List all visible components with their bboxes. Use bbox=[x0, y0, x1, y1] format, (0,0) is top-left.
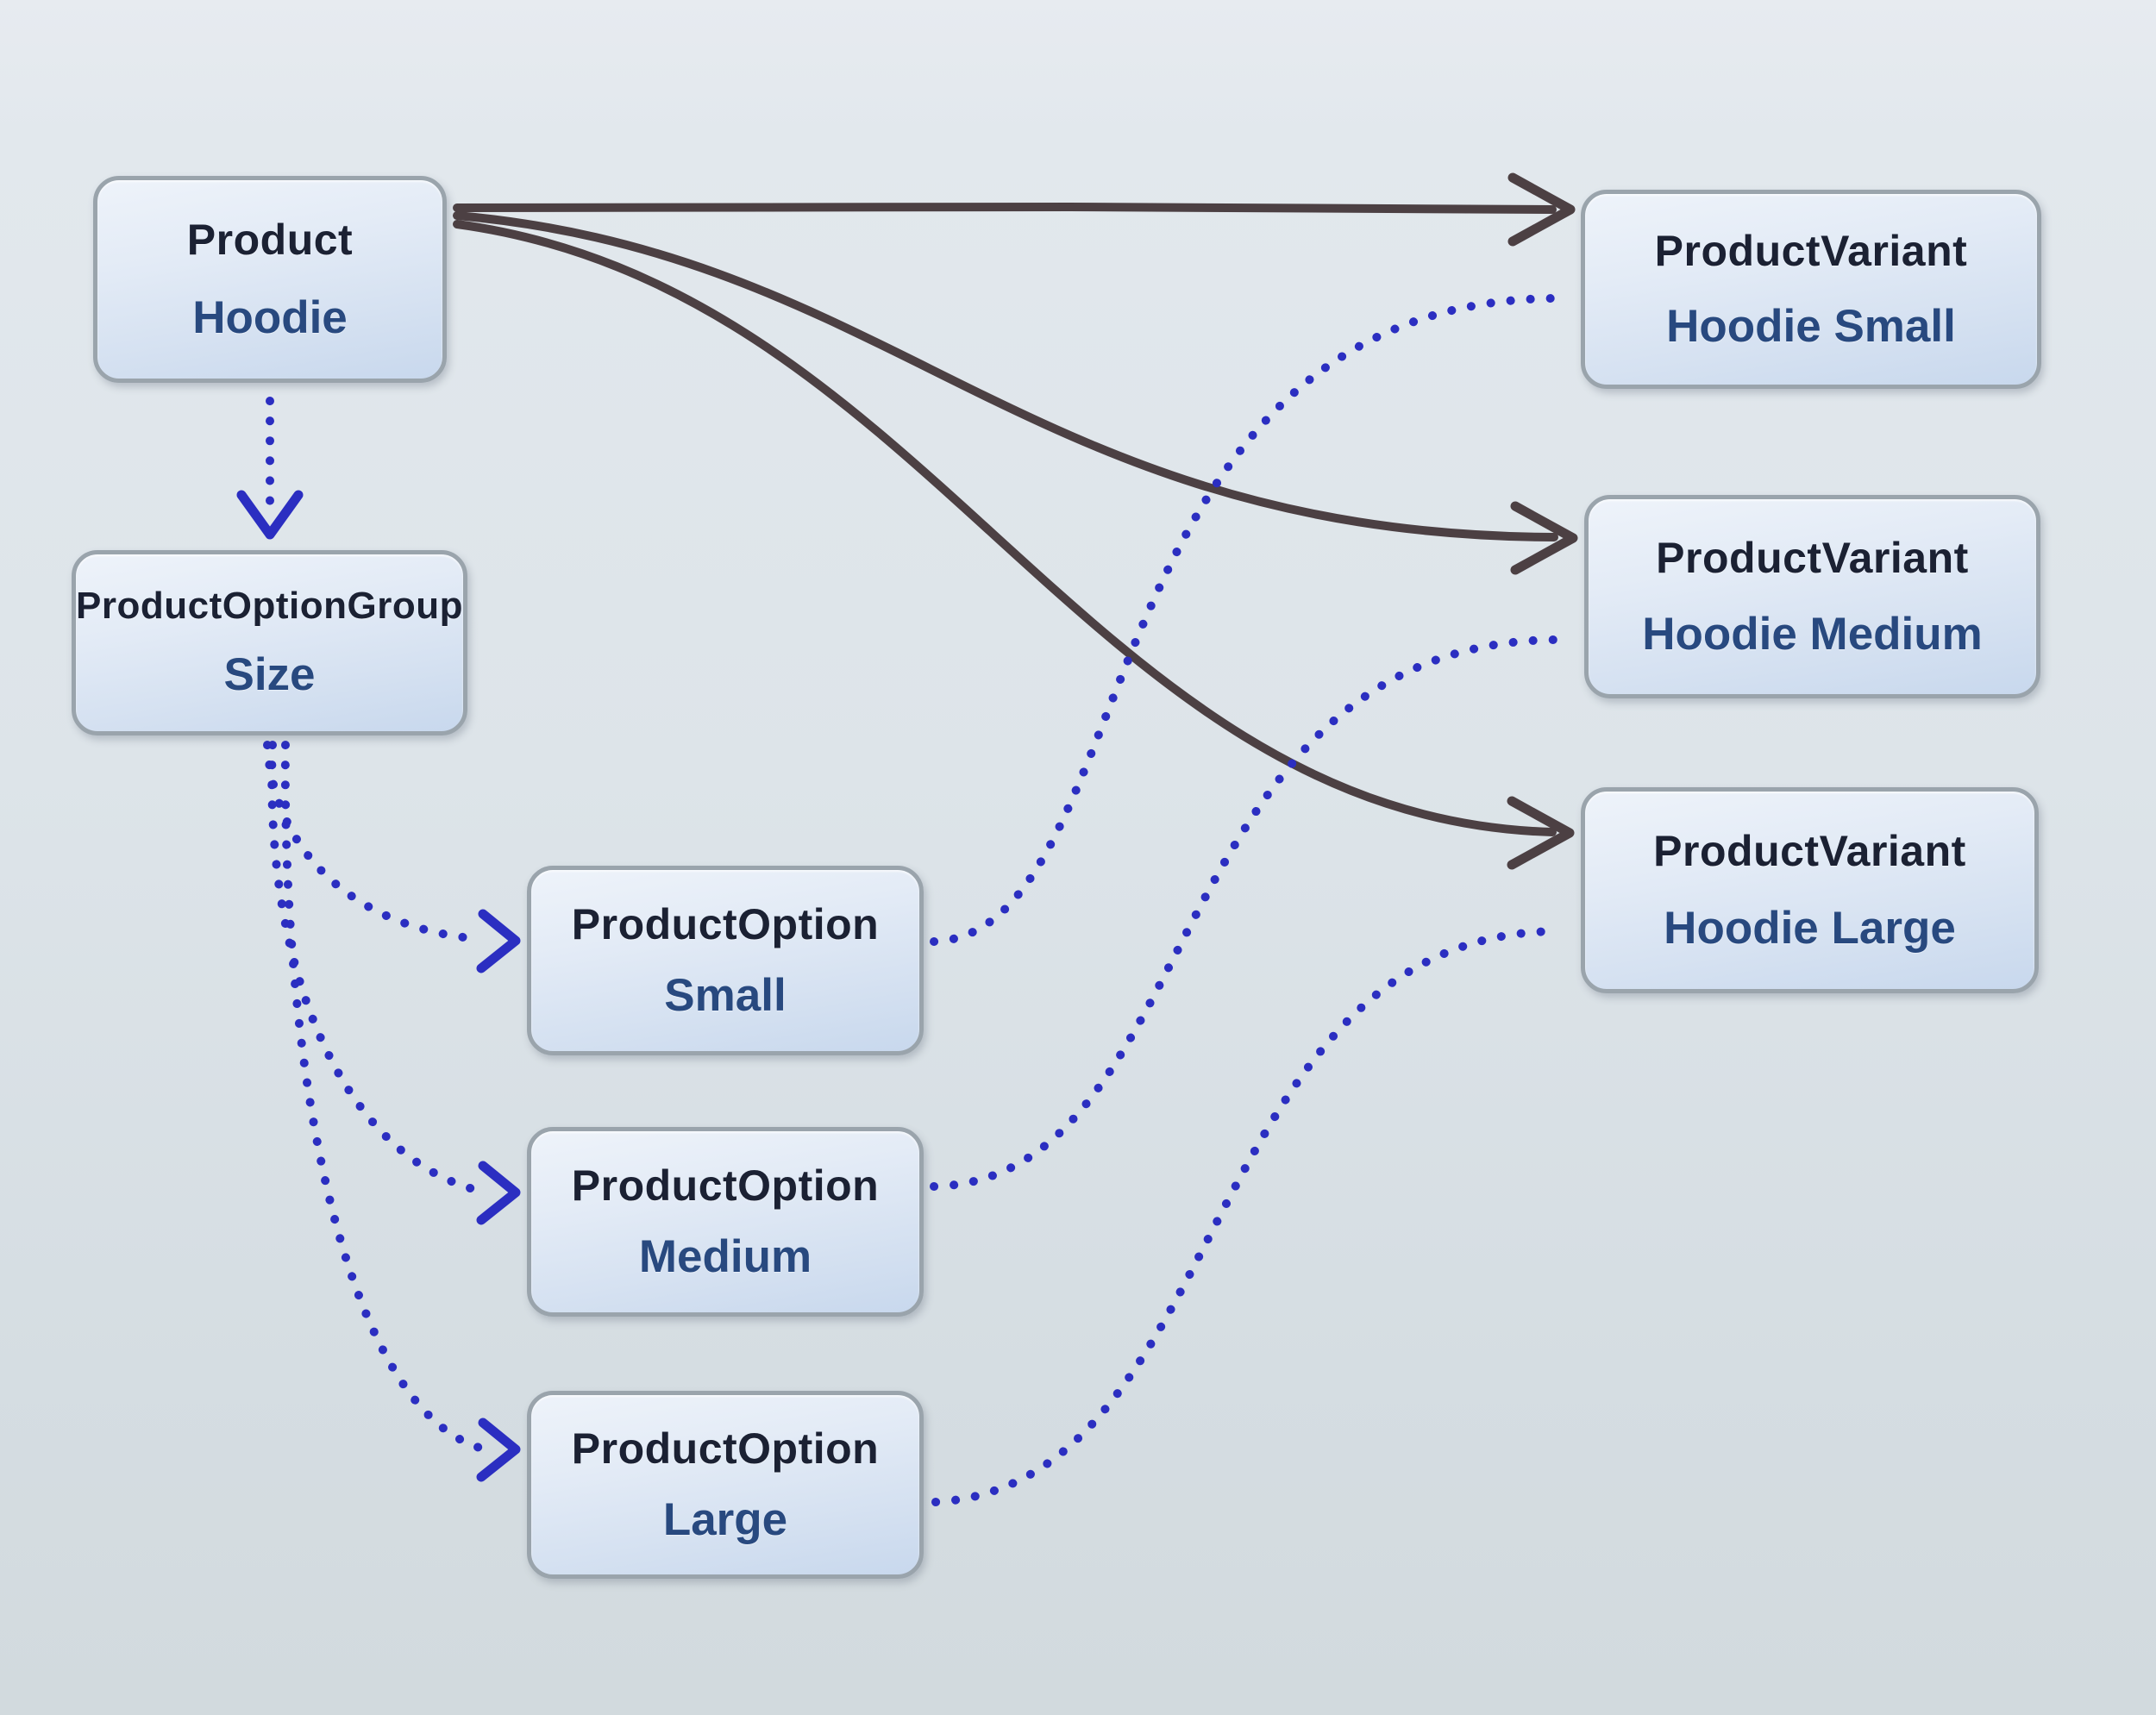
edge-option-medium-to-variant-medium bbox=[930, 635, 1558, 1191]
node-type-label: ProductOption bbox=[571, 899, 880, 948]
node-product-option-small: ProductOption Small bbox=[527, 866, 924, 1055]
arrowhead-variant-small bbox=[1507, 172, 1576, 247]
node-product-variant-medium: ProductVariant Hoodie Medium bbox=[1584, 495, 2040, 698]
arrowhead-option-medium bbox=[476, 1161, 521, 1225]
edge-product-to-variant-medium bbox=[453, 211, 1558, 541]
node-instance-label: Size bbox=[223, 649, 316, 701]
edge-product-to-variant-small bbox=[453, 202, 1557, 214]
edge-option-large-to-variant-large bbox=[931, 927, 1558, 1506]
edge-group-to-option-medium bbox=[267, 741, 484, 1195]
node-product-variant-small: ProductVariant Hoodie Small bbox=[1581, 190, 2041, 389]
edge-option-small-to-variant-small bbox=[930, 294, 1558, 946]
node-instance-label: Medium bbox=[638, 1231, 812, 1283]
edge-group-to-option-small bbox=[263, 741, 484, 943]
arrowhead-variant-medium bbox=[1510, 501, 1578, 575]
edge-group-to-option-large bbox=[280, 741, 484, 1452]
node-type-label: ProductVariant bbox=[1656, 534, 1969, 582]
node-product-option-group: ProductOptionGroup Size bbox=[72, 550, 467, 735]
arrowhead-variant-large bbox=[1507, 796, 1575, 870]
node-type-label: ProductOption bbox=[571, 1424, 880, 1473]
node-instance-label: Small bbox=[664, 970, 787, 1022]
arrowhead-option-large bbox=[476, 1418, 521, 1482]
node-instance-label: Hoodie Medium bbox=[1642, 609, 1983, 660]
node-type-label: ProductVariant bbox=[1653, 827, 1966, 875]
node-type-label: ProductVariant bbox=[1654, 227, 1968, 276]
node-type-label: Product bbox=[186, 216, 354, 265]
node-instance-label: Hoodie bbox=[192, 291, 348, 343]
arrowhead-option-group bbox=[236, 490, 304, 540]
edge-product-to-variant-large bbox=[453, 220, 1557, 836]
node-instance-label: Hoodie Small bbox=[1666, 300, 1956, 352]
node-product-option-large: ProductOption Large bbox=[527, 1391, 924, 1579]
node-instance-label: Hoodie Large bbox=[1664, 903, 1956, 954]
node-type-label: ProductOptionGroup bbox=[76, 584, 463, 627]
arrowhead-option-small bbox=[476, 909, 521, 973]
node-product-variant-large: ProductVariant Hoodie Large bbox=[1581, 787, 2039, 993]
node-product-option-medium: ProductOption Medium bbox=[527, 1127, 924, 1317]
node-instance-label: Large bbox=[662, 1494, 788, 1545]
node-product: Product Hoodie bbox=[93, 176, 447, 383]
node-type-label: ProductOption bbox=[571, 1161, 880, 1210]
